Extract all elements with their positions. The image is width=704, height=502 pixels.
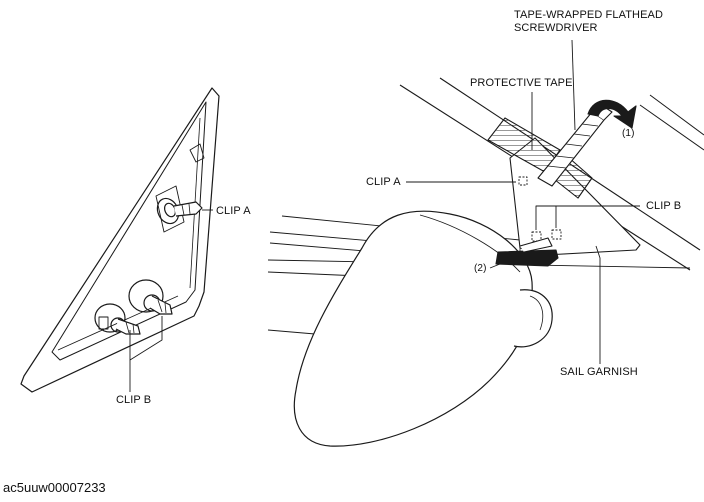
label-tape-screwdriver-line2: SCREWDRIVER <box>514 22 598 34</box>
door-mirror <box>293 210 553 447</box>
mirror-housing <box>293 210 533 447</box>
clip-b-bracket <box>129 316 163 361</box>
clip-b-right-marker-2 <box>551 229 562 240</box>
label-tape-screwdriver-line1: TAPE-WRAPPED FLATHEAD <box>514 9 663 21</box>
clip-b-right-leader <box>535 205 640 230</box>
garnish-outer-edge <box>20 87 220 393</box>
label-sail-garnish: SAIL GARNISH <box>560 366 638 378</box>
step-1-arrow <box>587 99 637 129</box>
figure-id: ac5uuw00007233 <box>3 480 106 495</box>
label-clip-b-left: CLIP B <box>116 394 152 406</box>
label-clip-a-right: CLIP A <box>366 176 401 188</box>
left-garnish-view <box>20 87 220 393</box>
label-clip-b-right: CLIP B <box>646 200 682 212</box>
label-step-2: (2) <box>474 263 487 274</box>
label-step-1: (1) <box>622 128 635 139</box>
clip-a-right-marker <box>518 176 528 186</box>
right-removal-view <box>267 39 704 447</box>
step-2-tool <box>489 237 559 269</box>
sail-garnish-leader <box>595 245 601 364</box>
clip-b-left-lower <box>94 303 141 335</box>
clip-b-left-upper <box>128 279 173 315</box>
screwdriver-leader <box>571 39 576 131</box>
label-protective-tape: PROTECTIVE TAPE <box>470 77 573 89</box>
clip-a-left <box>155 185 203 233</box>
mirror-base <box>513 289 553 348</box>
label-clip-a-left: CLIP A <box>216 205 251 217</box>
